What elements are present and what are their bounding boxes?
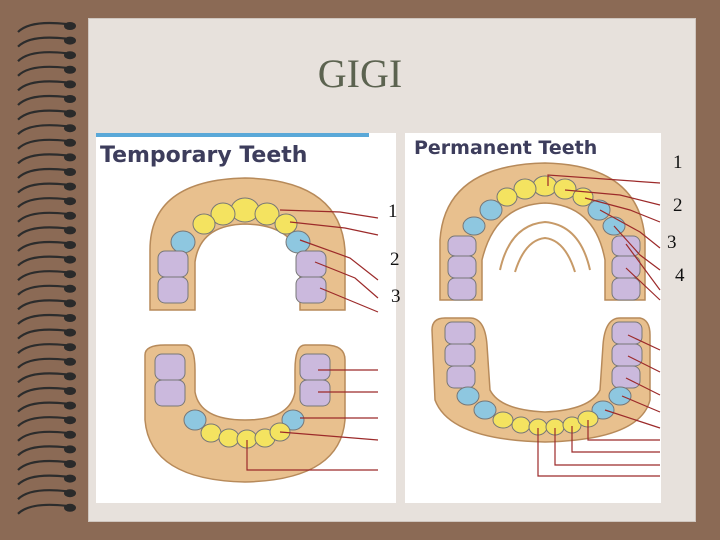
permanent-label-1: 1 (673, 152, 683, 174)
temporary-label-2: 2 (390, 249, 400, 271)
permanent-lower-arch (432, 318, 650, 442)
permanent-label-2: 2 (673, 195, 683, 217)
temporary-label-3: 3 (391, 286, 401, 308)
permanent-label-4: 4 (675, 265, 685, 287)
permanent-upper-arch (440, 163, 645, 300)
permanent-label-3: 3 (667, 232, 677, 254)
temporary-label-1: 1 (388, 201, 398, 223)
temporary-upper-arch (150, 178, 345, 310)
temporary-lower-arch (145, 345, 345, 482)
